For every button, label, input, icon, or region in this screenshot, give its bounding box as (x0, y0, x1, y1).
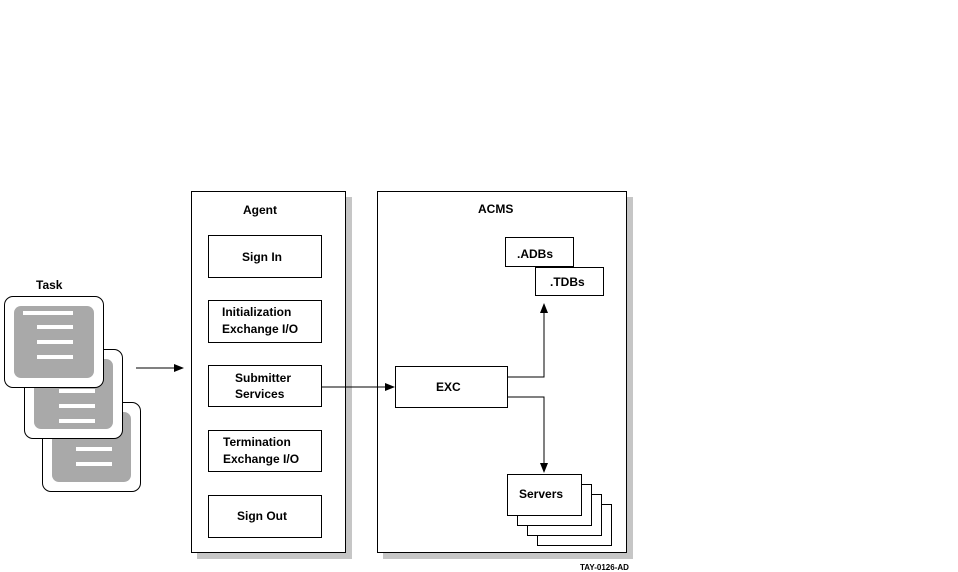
tdbs-box: .TDBs (535, 267, 604, 296)
task-card-1-fill (14, 306, 94, 378)
task-label: Task (36, 278, 63, 292)
figure-code: TAY-0126-AD (580, 563, 629, 572)
exc-to-databases-arrow (508, 303, 548, 378)
servers-box: Servers (507, 474, 582, 516)
exc-to-servers-arrow (508, 396, 548, 473)
task-card-1 (4, 296, 104, 388)
agent-box-initialization: Initialization Exchange I/O (208, 300, 322, 343)
agent-box-sign-in: Sign In (208, 235, 322, 278)
agent-box-sign-out: Sign Out (208, 495, 322, 538)
acms-title: ACMS (478, 202, 514, 216)
agent-box-termination: Termination Exchange I/O (208, 430, 322, 472)
agent-title: Agent (243, 203, 277, 217)
adbs-box: .ADBs (505, 237, 574, 267)
agent-box-submitter: Submitter Services (208, 365, 322, 407)
exc-box: EXC (395, 366, 508, 408)
